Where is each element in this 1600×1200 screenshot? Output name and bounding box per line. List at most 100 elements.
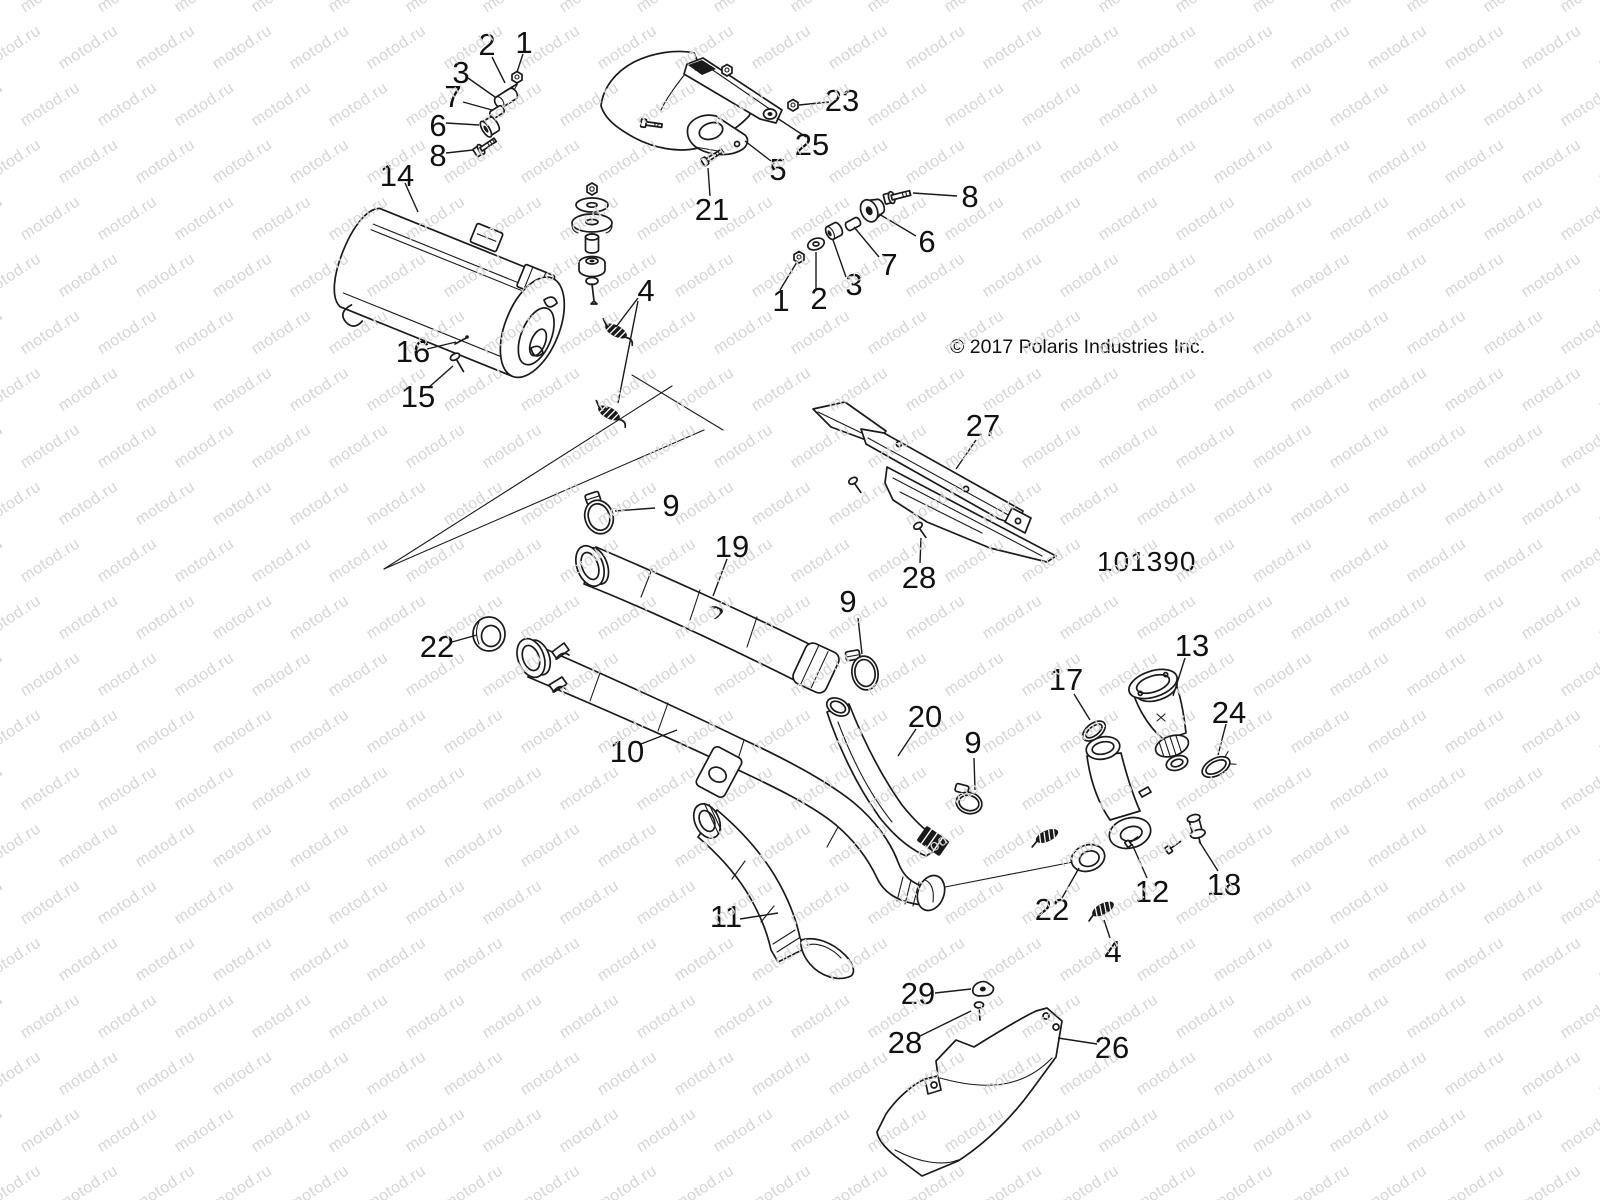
fastener-chain-right	[793, 189, 912, 264]
callout-number: 12	[1135, 874, 1169, 909]
screw-28b	[973, 1001, 985, 1021]
assembly-pointer-line	[939, 861, 1074, 889]
assembly-pointer-line	[383, 429, 705, 570]
callout-number: 25	[795, 127, 829, 162]
screw-15	[449, 352, 465, 373]
pipe-10-drawing	[516, 637, 946, 912]
callout-number: 9	[662, 488, 679, 523]
drawing-number: 101390	[1097, 546, 1196, 577]
callout-number: 27	[966, 408, 1000, 443]
clamp-9c	[954, 782, 983, 815]
callout-leader-line	[779, 261, 798, 291]
callout-leader-line	[857, 617, 863, 655]
callout-leader-line	[934, 988, 972, 994]
pipe-13-drawing	[1128, 668, 1190, 772]
callout-leader-line	[614, 507, 656, 512]
callout-leader-line	[919, 537, 922, 564]
callout-leader-line	[467, 77, 496, 98]
callout-leader-line	[1103, 919, 1111, 939]
clamp-9b	[844, 649, 879, 691]
pipe-20-drawing	[825, 697, 949, 857]
callout-number: 2	[810, 281, 827, 316]
pipe-12-drawing	[1085, 735, 1152, 850]
callout-leader-line	[853, 226, 880, 258]
heat-shield-26-drawing	[876, 1007, 1063, 1177]
callout-leader-line	[832, 239, 847, 278]
gasket-22a	[472, 616, 506, 652]
callout-leader-line	[712, 558, 728, 597]
bolt-21a	[639, 118, 663, 129]
callout-number: 6	[918, 224, 935, 259]
callout-leader-line	[919, 1010, 972, 1037]
callout-leader-line	[973, 757, 976, 791]
callout-leader-line	[491, 56, 506, 84]
callout-number: 3	[845, 267, 862, 302]
callout-number: 14	[380, 158, 414, 193]
callout-number: 1	[772, 283, 789, 318]
spring-4c	[1031, 827, 1059, 848]
callout-number: 28	[902, 560, 936, 595]
pipe-19-drawing	[574, 490, 840, 694]
callout-number: 23	[825, 83, 859, 118]
callout-number: 15	[401, 379, 435, 414]
bolt-18b	[1164, 840, 1182, 855]
muffler-drawing	[333, 207, 566, 379]
callout-number: 28	[888, 1025, 922, 1060]
callout-number: 3	[452, 55, 469, 90]
callout-leader-line	[1061, 867, 1080, 899]
callout-leader-line	[955, 439, 977, 470]
callout-leader-line	[1131, 843, 1148, 879]
callout-number: 9	[839, 584, 856, 619]
assembly-pointer-line	[383, 385, 673, 570]
mount-stack-drawing	[571, 182, 613, 305]
callout-leader-line	[798, 101, 830, 106]
callout-number: 10	[610, 734, 644, 769]
spring-4b	[595, 399, 627, 429]
callout-number: 16	[396, 334, 430, 369]
callout-leader-line	[426, 341, 457, 350]
callout-number: 5	[769, 152, 786, 187]
callout-leader-line	[404, 182, 419, 213]
callout-number: 13	[1175, 628, 1209, 663]
callout-leader-line	[897, 728, 917, 757]
callout-number: 4	[1104, 934, 1121, 969]
callout-number: 24	[1212, 695, 1246, 730]
gasket-17	[1081, 720, 1107, 742]
callout-number: 8	[961, 179, 978, 214]
callout-number: 21	[695, 192, 729, 227]
callout-number: 26	[1095, 1030, 1129, 1065]
callout-number: 19	[715, 529, 749, 564]
callout-leader-line	[445, 122, 480, 126]
callout-leader-line	[445, 149, 474, 154]
callout-number: 7	[880, 247, 897, 282]
callout-number: 22	[1035, 892, 1069, 927]
gasket-22b	[1070, 843, 1106, 873]
callout-number: 9	[964, 725, 981, 760]
callout-leader-line	[1057, 1037, 1098, 1045]
bracket-5-drawing	[686, 114, 749, 156]
callout-leader-line	[1217, 723, 1227, 756]
heat-shield-27-drawing	[812, 401, 1057, 563]
callout-leader-line	[707, 167, 711, 197]
callout-leader-line	[776, 117, 807, 138]
spring-4a	[602, 317, 634, 347]
pipe-11-drawing	[692, 802, 855, 980]
callout-leader-line	[617, 300, 639, 404]
callout-number: 1	[515, 25, 532, 60]
clamp-9a	[583, 490, 615, 535]
callout-leader-line	[640, 729, 678, 745]
callout-number: 11	[710, 899, 742, 934]
copyright-text: © 2017 Polaris Industries Inc.	[950, 336, 1205, 358]
bolt-small-12	[1124, 836, 1139, 848]
callout-leader-line	[462, 101, 493, 111]
callout-leader-line	[744, 140, 772, 162]
callout-leader-line	[1073, 693, 1091, 721]
callout-number: 8	[429, 138, 446, 173]
callout-leader-line	[1198, 840, 1219, 872]
clamp-24	[1201, 750, 1237, 779]
callout-leader-line	[427, 365, 454, 389]
callout-leader-line	[1172, 657, 1186, 697]
